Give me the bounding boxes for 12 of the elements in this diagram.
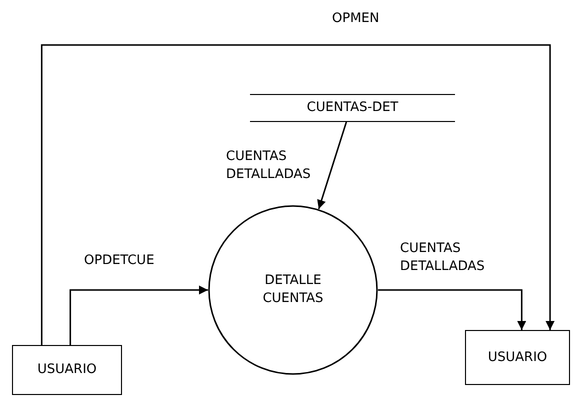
entity-box (465, 330, 570, 385)
arrow (40, 44, 555, 345)
arrow (317, 122, 348, 210)
arrow (70, 286, 208, 345)
node-label: CUENTAS-DET (306, 99, 398, 117)
data-store (250, 94, 455, 122)
node-label: USUARIO (37, 361, 97, 379)
node-label: DETALLE CUENTAS (262, 272, 324, 308)
entity-box (12, 345, 122, 395)
node-label: USUARIO (488, 348, 548, 366)
arrow (378, 289, 526, 330)
process-circle (208, 205, 378, 375)
